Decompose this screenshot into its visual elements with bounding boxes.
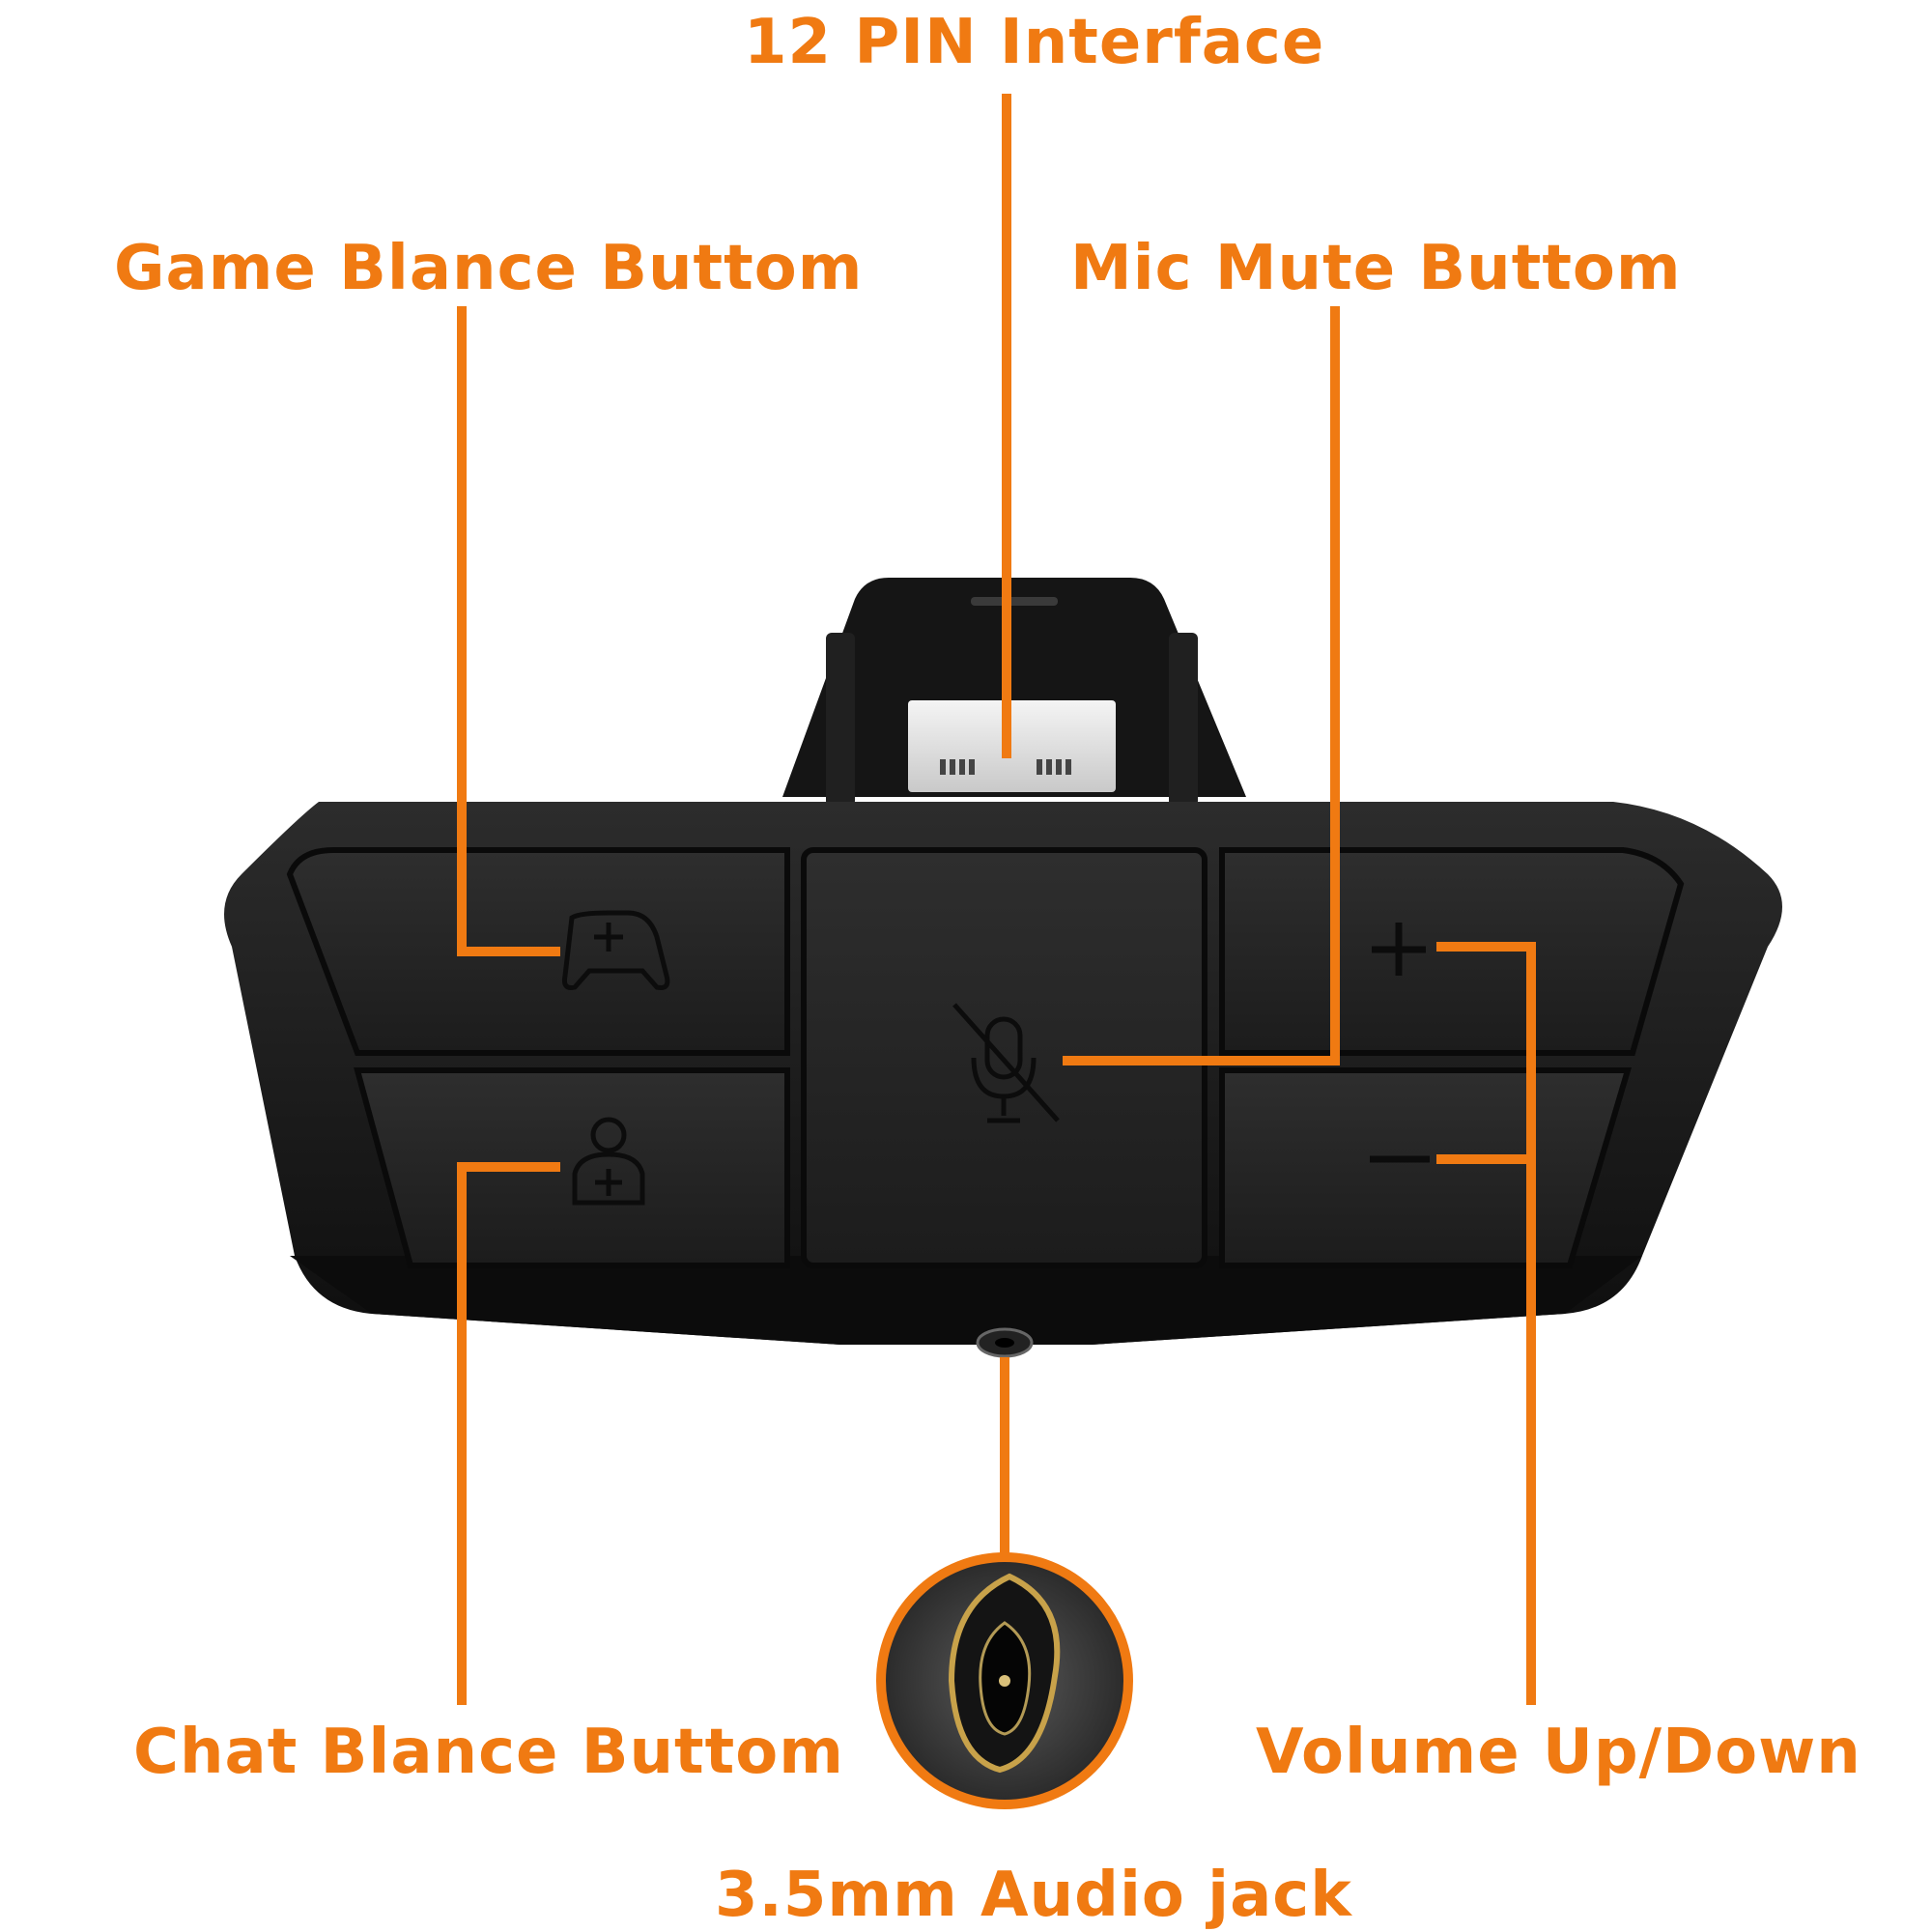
volume-down-button[interactable]	[1219, 1067, 1633, 1268]
chat-balance-button[interactable]	[354, 1067, 790, 1268]
leader-mic-mute	[1063, 306, 1340, 1065]
volume-label: Volume Up/Down	[1256, 1717, 1861, 1788]
connector-housing	[782, 578, 1246, 807]
mic-mute-label: Mic Mute Buttom	[1070, 233, 1682, 304]
mic-muted-icon	[952, 1003, 1060, 1123]
chat-balance-label: Chat Blance Buttom	[133, 1717, 844, 1788]
plus-icon	[1372, 923, 1426, 976]
leader-chat-balance	[457, 1162, 560, 1705]
leader-lines	[457, 94, 1536, 1705]
leader-game-balance	[457, 306, 560, 956]
audio-jack-icon	[876, 1552, 1133, 1809]
game-balance-label: Game Blance Buttom	[114, 233, 864, 304]
headset-person-plus-icon	[572, 1117, 645, 1206]
leader-volume	[1436, 942, 1536, 1705]
audio-jack-port	[976, 1327, 1034, 1358]
controller-plus-icon	[562, 910, 670, 990]
pin-interface-label: 12 PIN Interface	[744, 7, 1325, 78]
pin-interface-plug	[908, 700, 1116, 792]
audio-jack-label: 3.5mm Audio jack	[715, 1860, 1352, 1931]
